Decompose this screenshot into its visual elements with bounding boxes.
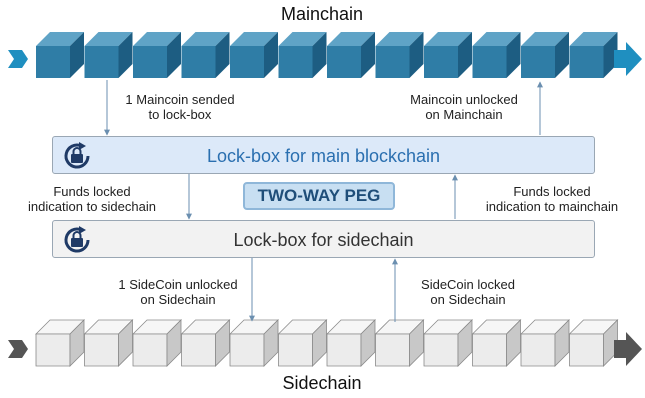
mainchain-block [375, 32, 424, 78]
mainchain-block [133, 32, 181, 78]
sidechain-end-arrow-icon [614, 332, 642, 366]
lockbox-main: Lock-box for main blockchain [52, 136, 595, 174]
mainchain-title: Mainchain [280, 4, 364, 24]
sidechain-title: Sidechain [282, 373, 362, 393]
mainchain-block [230, 32, 278, 78]
sidechain-block [83, 319, 134, 367]
mainchain-block [472, 32, 521, 78]
mainchain-block [181, 32, 230, 78]
mainchain-block [327, 32, 375, 78]
sidechain-blocks [35, 319, 619, 367]
lockbox-side: Lock-box for sidechain [52, 220, 595, 258]
sidechain-block [423, 319, 473, 367]
mainchain-block [278, 32, 327, 78]
sidechain-block [374, 319, 425, 367]
mainchain-block [84, 32, 133, 78]
sidechain-block [568, 319, 619, 367]
sidechain-block [520, 319, 570, 367]
sidechain-block [180, 319, 231, 367]
lockbox-side-label: Lock-box for sidechain [233, 230, 414, 250]
sidechain-block [229, 319, 279, 367]
two-way-peg-badge: TWO-WAY PEG [243, 182, 395, 210]
sidechain-block [326, 319, 376, 367]
sidechain-block [35, 319, 85, 367]
sidechain-start-arrow-icon [8, 340, 28, 358]
mainchain-start-arrow-icon [8, 50, 28, 68]
mainchain-block [569, 32, 618, 78]
mainchain-blocks [36, 32, 618, 78]
sidechain-block [132, 319, 182, 367]
mainchain-end-arrow-icon [614, 42, 642, 76]
sidechain-block [277, 319, 328, 367]
mainchain-block [36, 32, 84, 78]
lockbox-main-label: Lock-box for main blockchain [206, 146, 441, 166]
sidechain-block [471, 319, 522, 367]
mainchain-block [521, 32, 569, 78]
mainchain-block [424, 32, 472, 78]
lock-refresh-icon [64, 142, 90, 169]
lock-refresh-icon [64, 226, 90, 253]
